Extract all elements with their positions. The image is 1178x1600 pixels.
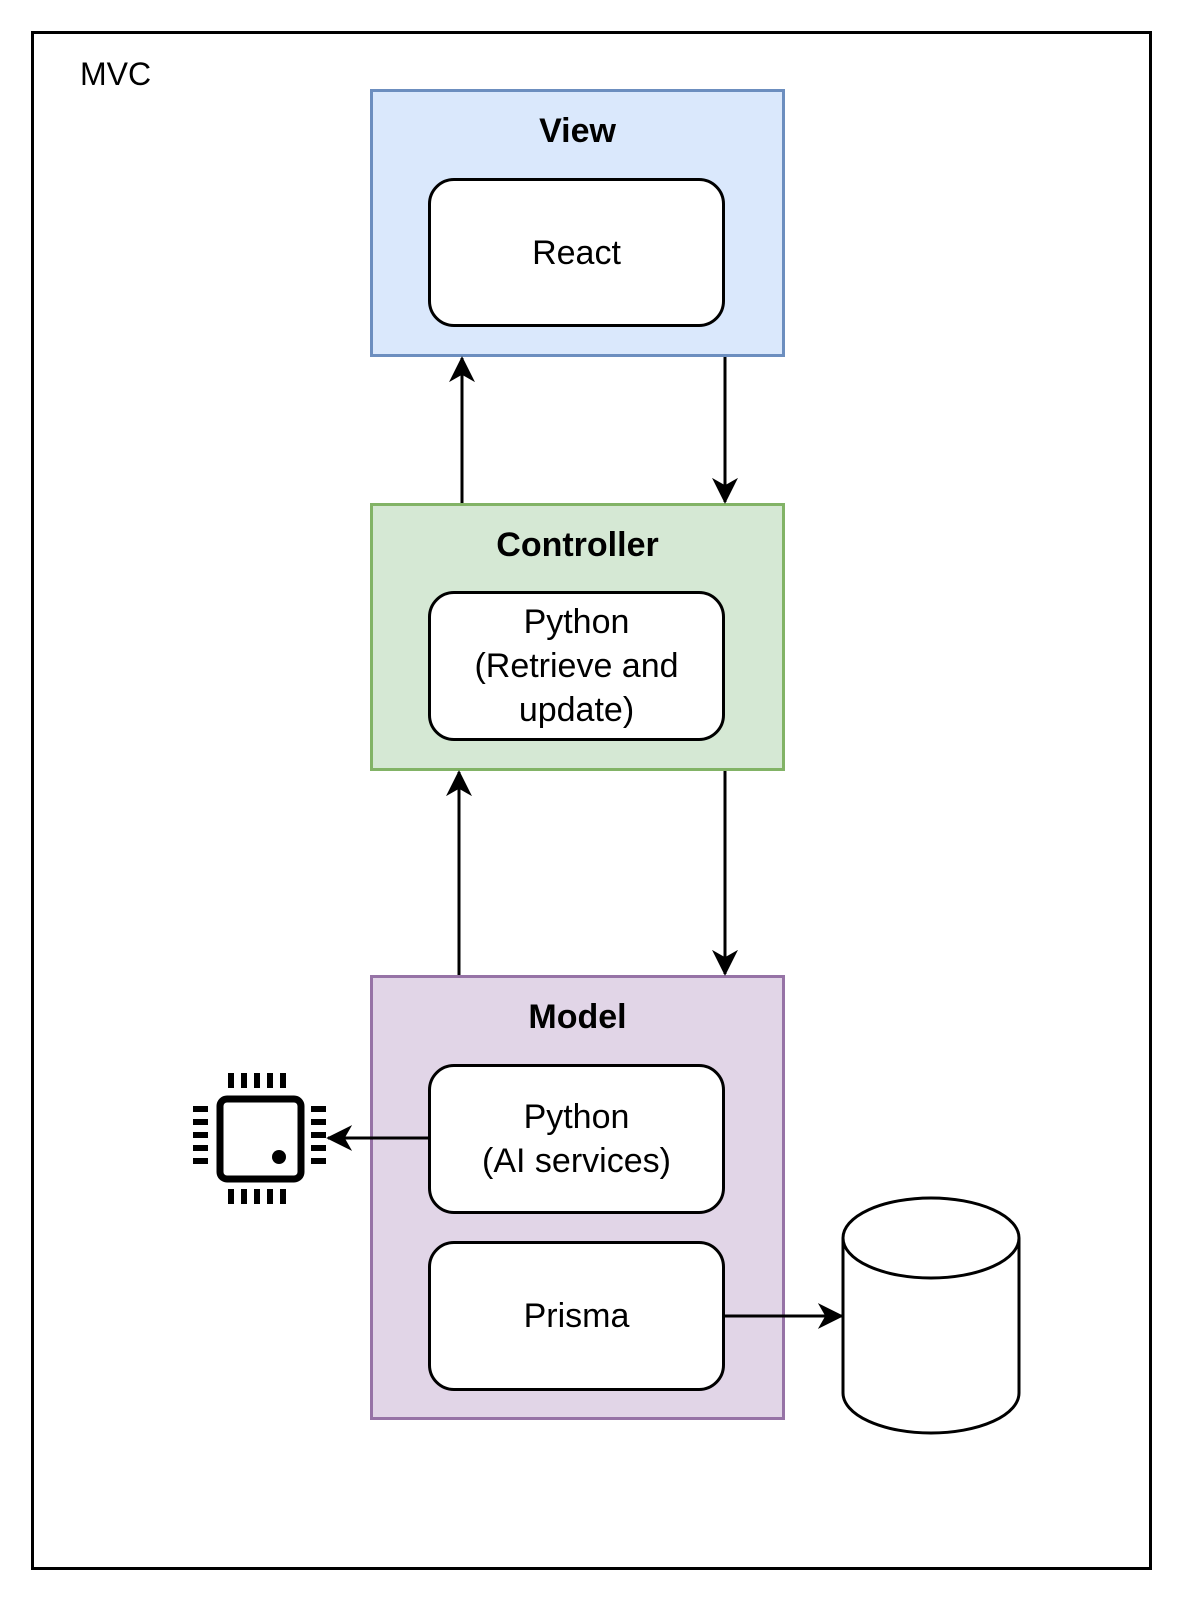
prisma-component: Prisma <box>428 1241 725 1391</box>
controller-layer-title: Controller <box>496 526 659 564</box>
python-ai-services-component: Python (AI services) <box>428 1064 725 1214</box>
view-layer-title: View <box>539 112 616 150</box>
cpu-pins-bottom <box>228 1189 286 1204</box>
mvc-frame <box>31 31 1152 1570</box>
react-component: React <box>428 178 725 327</box>
database-cylinder-icon <box>841 1196 1021 1435</box>
cpu-pins-right <box>311 1106 326 1164</box>
cpu-pins-top <box>228 1073 286 1088</box>
model-layer-title: Model <box>528 998 627 1036</box>
cpu-chip-icon <box>193 1073 326 1204</box>
mvc-frame-label: MVC <box>80 56 152 92</box>
cpu-pins-left <box>193 1106 208 1164</box>
python-controller-component: Python (Retrieve and update) <box>428 591 725 741</box>
